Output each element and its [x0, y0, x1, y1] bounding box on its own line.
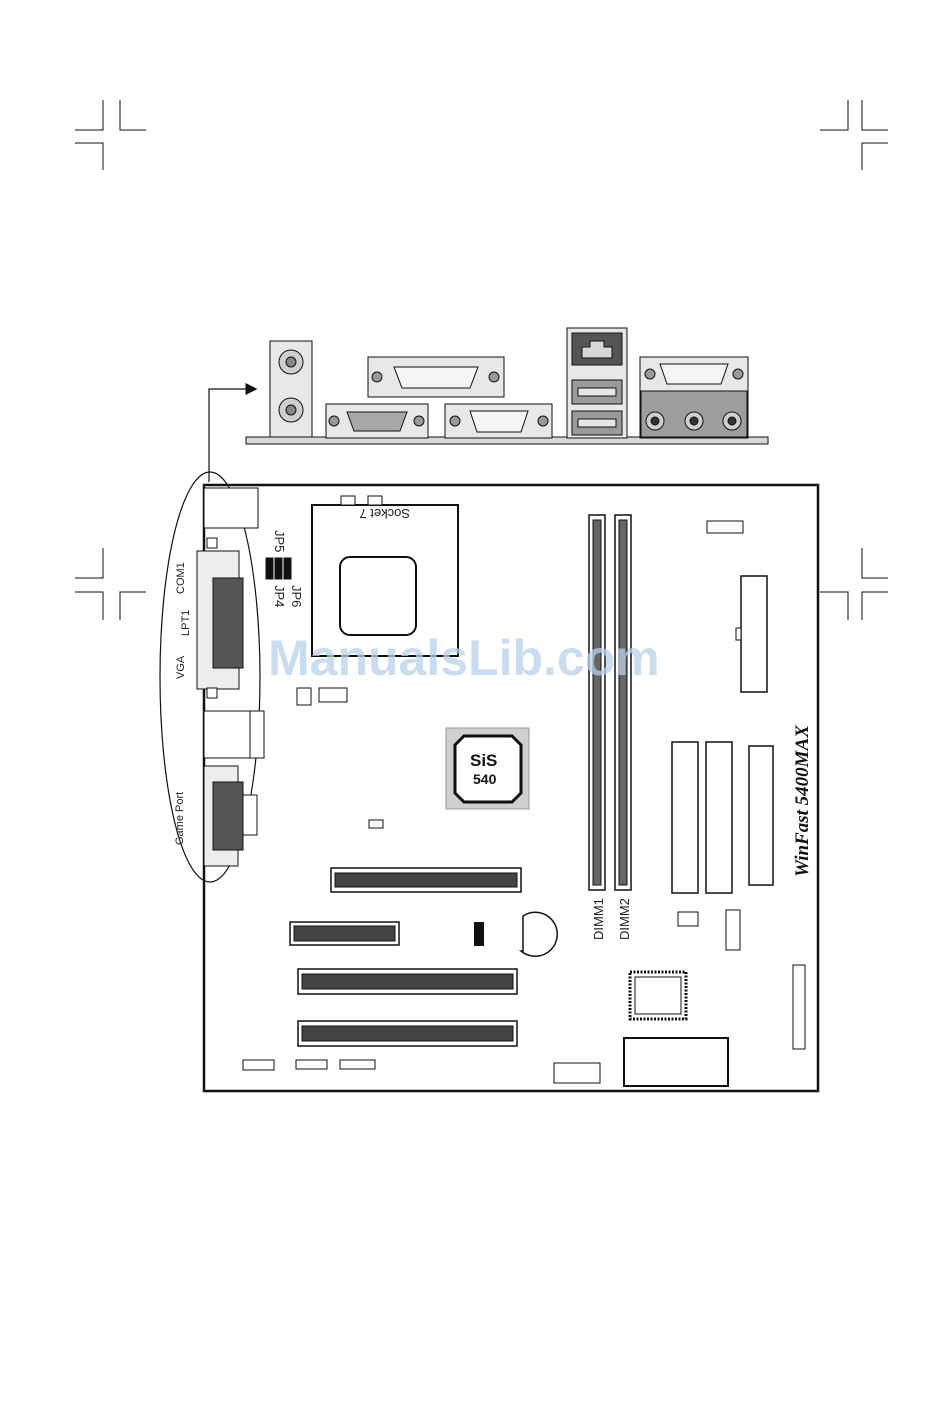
usb-header [554, 1063, 600, 1083]
dimm-slots [589, 515, 631, 890]
dimm2-label: DIMM2 [617, 898, 632, 940]
serial-port [326, 404, 428, 438]
bios-chip [624, 1038, 728, 1086]
onboard-io-connectors [197, 488, 264, 866]
socket-label: Socket 7 [359, 506, 410, 521]
lan-usb-stack [567, 328, 627, 438]
vga-port [445, 404, 552, 438]
game-port-label: Game Port [174, 792, 186, 845]
amr-slot [290, 922, 399, 945]
jp4-label: JP4 [272, 585, 287, 607]
rear-io-panel [246, 328, 768, 444]
watermark: ManualsLib.com [268, 630, 660, 686]
chipset-label-540: 540 [473, 771, 497, 787]
super-io-chip [630, 972, 686, 1019]
agp-slot [331, 868, 521, 892]
clear-cmos-jumper [474, 922, 484, 946]
ps2-ports [270, 341, 312, 437]
pci-slots [298, 969, 517, 1046]
jp5-label: JP5 [272, 530, 287, 552]
ide-fdd-headers [672, 742, 773, 893]
chipset-label-sis: SiS [470, 751, 497, 770]
atx-power-connector [736, 576, 767, 692]
parallel-port [368, 357, 504, 397]
pointer-arrow [209, 389, 255, 482]
dimm1-label: DIMM1 [591, 898, 606, 940]
jumper-block [266, 558, 291, 579]
board-model-label: WinFast 5400MAX [792, 724, 813, 877]
game-audio-stack [640, 357, 748, 438]
vga-label: VGA [175, 655, 187, 679]
cmos-battery [521, 912, 557, 956]
jp6-label: JP6 [289, 585, 304, 607]
com1-label: COM1 [175, 562, 187, 594]
lpt1-label: LPT1 [180, 610, 192, 636]
